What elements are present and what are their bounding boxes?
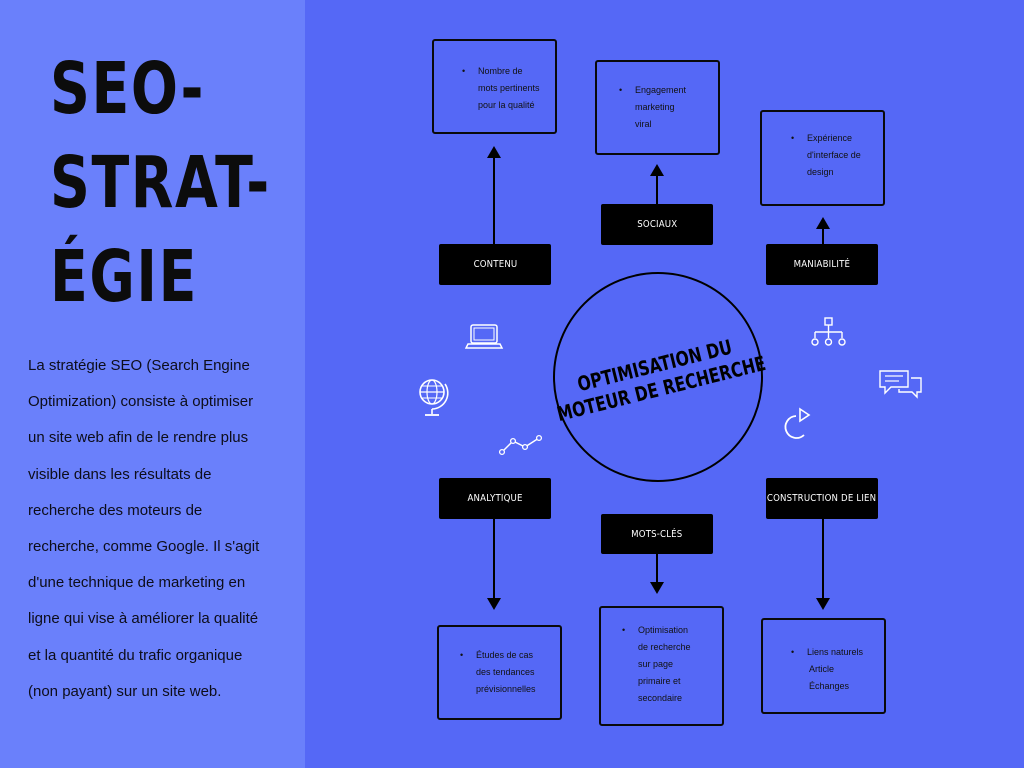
detail-text: sur page <box>638 659 674 669</box>
laptop-icon <box>465 324 504 349</box>
node-label: MOTS-CLÉS <box>631 528 683 540</box>
node-label: ANALYTIQUE <box>467 493 523 504</box>
node-sociaux: SOCIAUX <box>601 204 713 245</box>
arrowhead-analytique <box>487 598 501 610</box>
globe-icon <box>419 379 449 416</box>
arrowhead-construction <box>816 598 830 610</box>
detail-text: viral <box>635 119 652 129</box>
title-line-3: ÉGIE <box>50 235 198 318</box>
detail-text: Expérience <box>791 130 861 147</box>
detail-text: d'interface de <box>807 150 861 160</box>
title-line-2: STRAT- <box>50 141 271 224</box>
title-line-1: SEO- <box>50 47 206 130</box>
left-panel <box>0 0 305 768</box>
detail-box-maniabilite: Expérience d'interface de design <box>760 110 885 206</box>
description-line: d'une technique de marketing en <box>28 574 246 592</box>
node-contenu: CONTENU <box>439 244 551 285</box>
detail-text: de recherche <box>638 642 691 652</box>
detail-text: prévisionnelles <box>476 684 536 694</box>
description: La stratégie SEO (Search Engine Optimiza… <box>28 348 290 710</box>
detail-text: mots pertinents <box>478 83 540 93</box>
detail-box-contenu: Nombre de mots pertinents pour la qualit… <box>432 39 557 134</box>
detail-text: Article <box>809 664 835 674</box>
description-line: Optimization) consiste à optimiser <box>28 393 254 411</box>
detail-box-sociaux: Engagement marketing viral <box>595 60 720 155</box>
detail-box-analytique: Études de cas des tendances prévisionnel… <box>437 625 562 720</box>
detail-text: Études de cas <box>460 647 536 664</box>
arrowhead-maniabilite <box>816 217 830 229</box>
detail-text: Engagement <box>619 82 686 99</box>
node-label: CONSTRUCTION DE LIEN <box>767 493 877 504</box>
arrowhead-sociaux <box>650 164 664 176</box>
detail-text: marketing <box>635 102 675 112</box>
detail-box-mots-cles: Optimisation de recherche sur page prima… <box>599 606 724 726</box>
refresh-icon <box>784 407 811 439</box>
description-line: recherche, comme Google. Il s'agit <box>28 538 260 556</box>
detail-box-construction: Liens naturels Article Échanges <box>761 618 886 714</box>
detail-text: pour la qualité <box>478 100 535 110</box>
node-label: SOCIAUX <box>636 219 678 230</box>
node-analytique: ANALYTIQUE <box>439 478 551 519</box>
description-line: visible dans les résultats de <box>28 465 212 483</box>
line-graph-icon <box>498 434 543 456</box>
node-label: MANIABILITÉ <box>793 259 851 270</box>
detail-text: secondaire <box>638 693 683 703</box>
detail-text: des tendances <box>476 667 535 677</box>
description-line: (non payant) sur un site web. <box>28 682 222 700</box>
detail-text: Nombre de <box>462 63 540 80</box>
description-line: La stratégie SEO (Search Engine <box>28 357 250 374</box>
node-construction: CONSTRUCTION DE LIEN <box>766 478 878 519</box>
detail-text: Liens naturels <box>791 644 863 661</box>
description-line: un site web afin de le rendre plus <box>28 429 249 447</box>
detail-text: Optimisation <box>622 622 691 639</box>
node-maniabilite: MANIABILITÉ <box>766 244 878 285</box>
page-title: SEO- STRAT- ÉGIE <box>50 42 271 324</box>
detail-text: primaire et <box>638 676 681 686</box>
sitemap-icon <box>811 317 846 346</box>
chat-icon <box>879 370 922 399</box>
central-circle <box>553 272 763 482</box>
description-line: et la quantité du trafic organique <box>28 646 243 664</box>
node-mots-cles: MOTS-CLÉS <box>601 514 713 554</box>
detail-text: design <box>807 167 834 177</box>
description-line: ligne qui vise à améliorer la qualité <box>28 610 259 628</box>
arrowhead-contenu <box>487 146 501 158</box>
arrowhead-mots-cles <box>650 582 664 594</box>
node-label: CONTENU <box>473 259 517 270</box>
description-line: recherche des moteurs de <box>28 501 203 519</box>
detail-text: Échanges <box>809 681 850 691</box>
